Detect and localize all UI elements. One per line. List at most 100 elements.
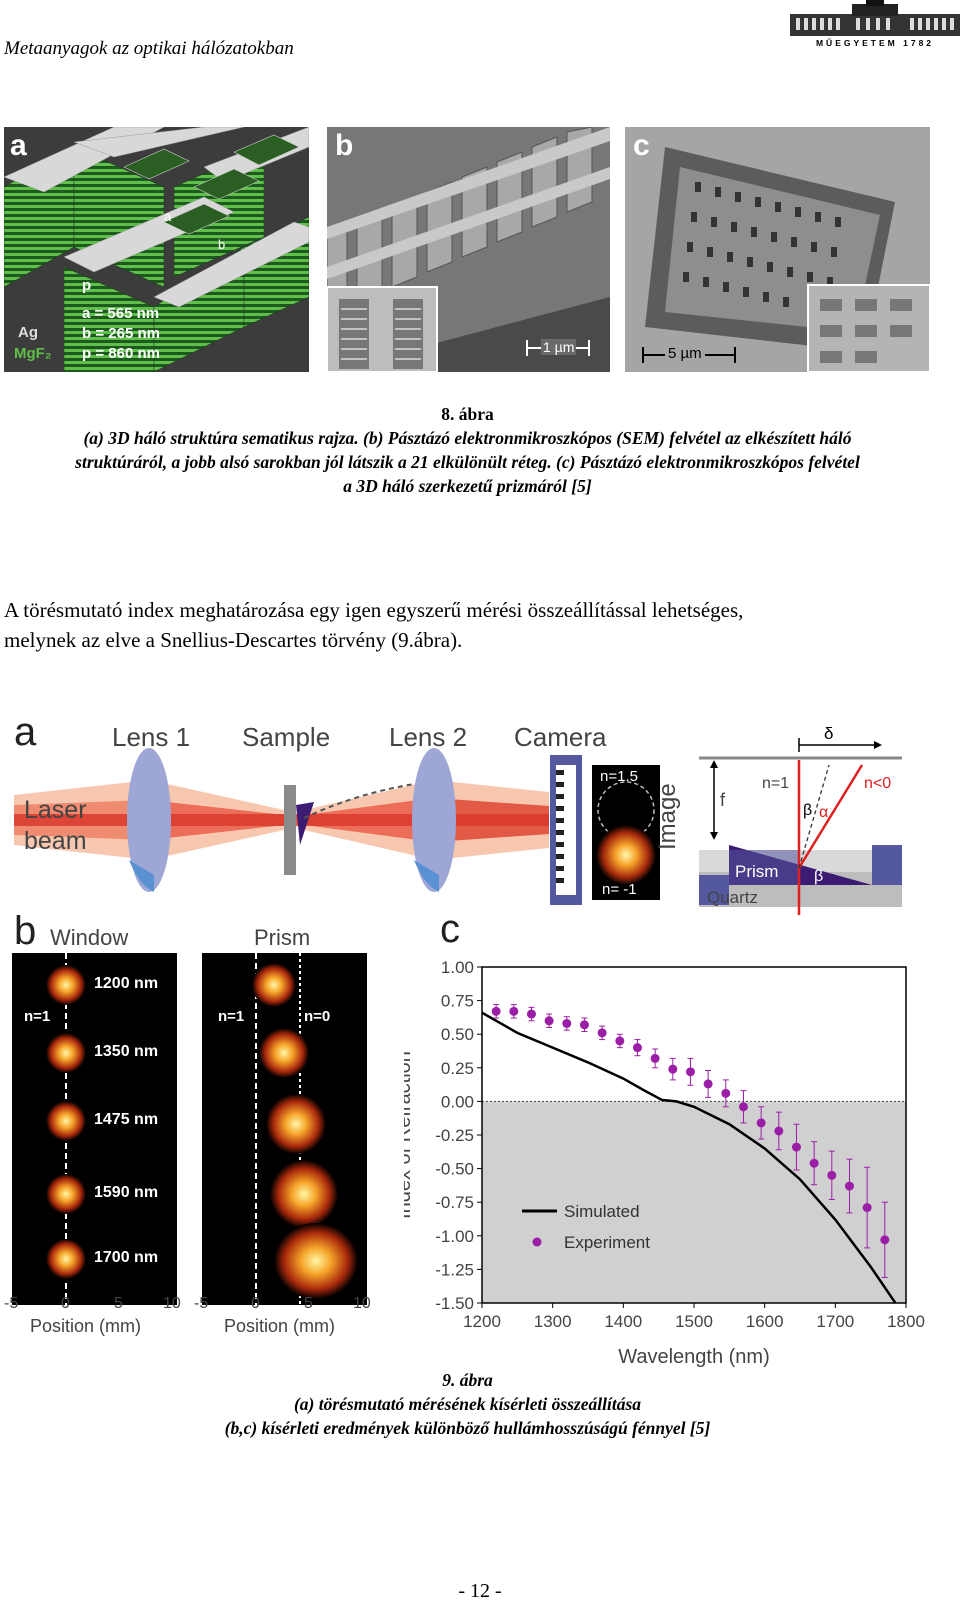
fig9-panel-a: a Lens 1 Sample Lens 2 Camera Laser beam… xyxy=(4,710,930,915)
experiment-point xyxy=(544,1016,554,1026)
label-sample: Sample xyxy=(242,722,331,752)
label-n15: n=1.5 xyxy=(600,768,638,785)
university-logo xyxy=(790,0,960,52)
legend-simulated-label: Simulated xyxy=(564,1202,640,1221)
legend-experiment-swatch xyxy=(532,1237,542,1247)
label-beta: β xyxy=(803,802,813,819)
running-header: Metaanyagok az optikai hálózatokban xyxy=(4,38,294,59)
legend-experiment-label: Experiment xyxy=(564,1233,650,1252)
tick-right-10: 10 xyxy=(353,1295,371,1312)
refraction-chart: 1.00 0.75 0.50 0.25 0.00 -0.25 -0.50 -0.75 -1.00… xyxy=(404,958,925,1368)
arrow-label-p: p xyxy=(82,277,92,294)
experiment-point xyxy=(509,1006,519,1016)
label-delta: δ xyxy=(824,724,834,743)
experiment-point xyxy=(738,1102,748,1112)
y-tick-label: -0.50 xyxy=(435,1160,474,1179)
prism-title: Prism xyxy=(254,925,311,950)
experiment-point xyxy=(827,1170,837,1180)
experiment-point xyxy=(862,1203,872,1213)
experiment-point xyxy=(844,1181,854,1191)
panel-label-a: a xyxy=(10,129,27,162)
label-f: f xyxy=(720,790,726,810)
label-prism: Prism xyxy=(735,862,779,881)
legend-mgf2: MgF₂ xyxy=(14,345,52,362)
experiment-point xyxy=(597,1028,607,1038)
experiment-point xyxy=(721,1088,731,1098)
y-tick-label: -1.00 xyxy=(435,1227,474,1246)
experiment-point xyxy=(756,1118,766,1128)
experiment-point xyxy=(685,1067,695,1077)
label-camera: Camera xyxy=(514,722,607,752)
experiment-point xyxy=(809,1158,819,1168)
tick-right-0: 0 xyxy=(251,1295,260,1312)
y-tick-label: 0.50 xyxy=(441,1025,474,1044)
experiment-point xyxy=(668,1064,678,1074)
y-tick-label: -1.25 xyxy=(435,1260,474,1279)
tick-left-m5: -5 xyxy=(4,1295,19,1312)
label-nm1: n= -1 xyxy=(602,881,637,898)
label-lens1: Lens 1 xyxy=(112,722,191,752)
experiment-point xyxy=(791,1142,801,1152)
tick-left-10: 10 xyxy=(163,1295,181,1312)
setup-label-a: a xyxy=(14,710,37,754)
label-laser: Laser xyxy=(24,796,87,824)
experiment-point xyxy=(491,1006,501,1016)
y-tick-label: 0.25 xyxy=(441,1059,474,1078)
fig9-caption-line2: (b,c) kísérleti eredmények különböző hul… xyxy=(224,1418,711,1438)
experiment-point xyxy=(562,1018,572,1028)
panel-label-b9: b xyxy=(14,909,37,953)
fig8-caption-title: 8. ábra xyxy=(441,404,494,424)
param-a: a = 565 nm xyxy=(82,305,160,322)
tick-right-5: 5 xyxy=(304,1295,313,1312)
experiment-point xyxy=(632,1043,642,1053)
fig9-caption-line1: (a) törésmutató mérésének kísérleti össz… xyxy=(293,1394,642,1414)
wavelength-1350: 1350 nm xyxy=(94,1043,159,1060)
n1-right: n=1 xyxy=(218,1008,245,1025)
x-tick-label: 1200 xyxy=(463,1312,501,1331)
y-tick-label: 1.00 xyxy=(441,958,474,977)
label-image: Image xyxy=(654,783,681,850)
wavelength-1700: 1700 nm xyxy=(94,1249,159,1266)
scale-bar-c: 5 µm xyxy=(665,345,705,362)
n0-label: n=0 xyxy=(304,1008,331,1025)
paragraph-line-1: A törésmutató index meghatározása egy ig… xyxy=(4,598,744,622)
fig8-caption-line1: (a) 3D háló struktúra sematikus rajza. (… xyxy=(83,428,852,448)
x-tick-label: 1800 xyxy=(887,1312,925,1331)
x-tick-label: 1500 xyxy=(675,1312,713,1331)
arrow-label-a: a xyxy=(164,209,172,224)
x-tick-label: 1300 xyxy=(534,1312,572,1331)
label-n1: n=1 xyxy=(762,775,790,792)
tick-left-5: 5 xyxy=(114,1295,123,1312)
negative-region xyxy=(482,1101,906,1303)
fig9-caption-title: 9. ábra xyxy=(442,1370,493,1390)
wavelength-1200: 1200 nm xyxy=(94,975,159,992)
param-b: b = 265 nm xyxy=(82,325,160,342)
experiment-point xyxy=(579,1020,589,1030)
xlabel-left: Position (mm) xyxy=(30,1316,142,1336)
arrow-label-b: b xyxy=(218,237,226,252)
label-alpha: α xyxy=(819,804,829,821)
wavelength-1475: 1475 nm xyxy=(94,1111,159,1128)
x-tick-label: 1700 xyxy=(816,1312,854,1331)
tick-right-m5: -5 xyxy=(194,1295,209,1312)
tick-left-0: 0 xyxy=(61,1295,70,1312)
window-title: Window xyxy=(50,925,129,950)
label-beam: beam xyxy=(24,827,87,855)
fig8-caption-line3: a 3D háló szerkezetű prizmáról [5] xyxy=(343,476,592,496)
x-tick-label: 1400 xyxy=(604,1312,642,1331)
paragraph-line-2: melynek az elve a Snellius-Descartes tör… xyxy=(4,628,463,652)
xlabel-right: Position (mm) xyxy=(224,1316,336,1336)
label-lens2: Lens 2 xyxy=(389,722,468,752)
panel-label-c9: c xyxy=(440,907,460,951)
wavelength-1590: 1590 nm xyxy=(94,1184,159,1201)
experiment-point xyxy=(650,1053,660,1063)
y-axis-label: Index of Refraction xyxy=(404,1051,415,1219)
fig8-panel-a: a a b p a = 565 nm b = 265 nm p = 860 nm… xyxy=(4,127,309,372)
y-tick-label: 0.00 xyxy=(441,1092,474,1111)
y-tick-label: 0.75 xyxy=(441,992,474,1011)
y-tick-label: -0.75 xyxy=(435,1193,474,1212)
scale-bar-b: 1 µm xyxy=(541,339,577,355)
y-tick-label: -0.25 xyxy=(435,1126,474,1145)
fig8-caption-line2: struktúráról, a jobb alsó sarokban jól l… xyxy=(75,452,860,472)
panel-label-b: b xyxy=(335,129,354,162)
